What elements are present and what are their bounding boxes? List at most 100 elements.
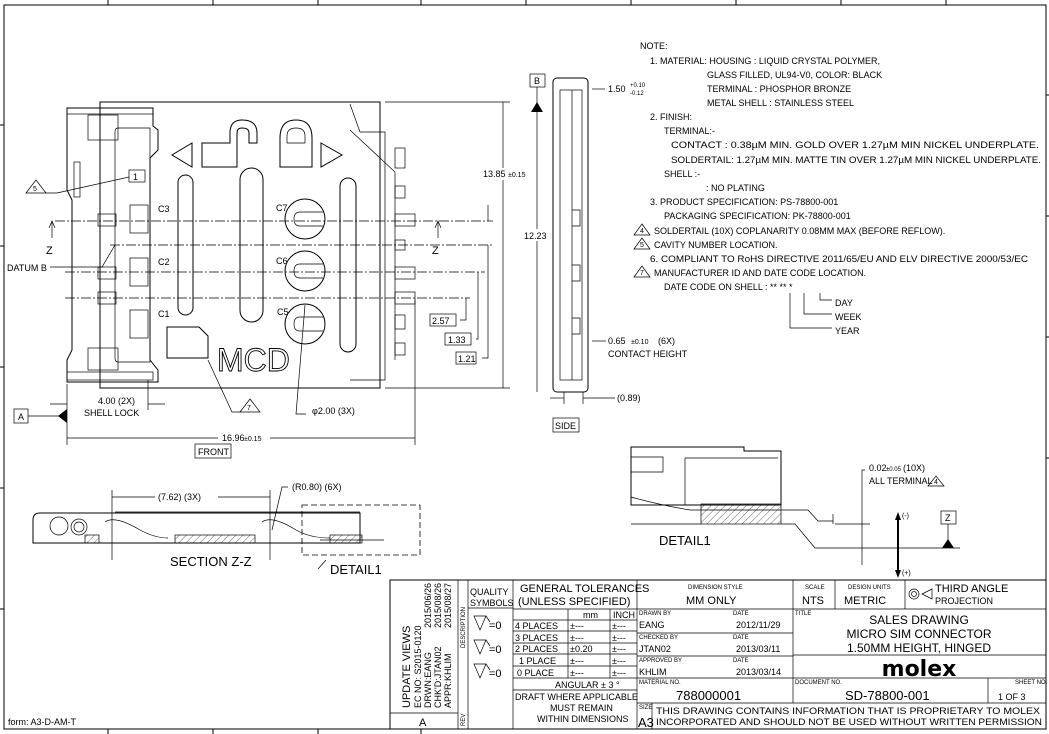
tolerance-row-label: 0 PLACE xyxy=(517,668,554,678)
section-label: SECTION Z-Z xyxy=(170,554,252,569)
hole-diameter-dim: φ2.00 (3X) xyxy=(312,406,355,416)
detail-1-view: DETAIL1 0.02 ±0.05 (10X) ALL TERMINAL 4 … xyxy=(630,446,960,578)
drawn-by: EANG xyxy=(639,620,665,630)
contact-height-tol: ±0.10 xyxy=(631,339,649,346)
flag-7-number: 7 xyxy=(247,405,251,412)
contact-height-dim: 0.65 xyxy=(608,336,626,346)
boxed-dim-2-57: 2.57 xyxy=(432,316,450,326)
notes-block: NOTE: 1. MATERIAL: HOUSING : LIQUID CRYS… xyxy=(633,41,1041,336)
note-line: SOLDERTAIL: 1.27µM MIN. MATTE TIN OVER 1… xyxy=(671,155,1041,165)
tolerance-mm: ±--- xyxy=(570,668,584,678)
detail-callout: DETAIL1 xyxy=(330,562,382,577)
front-view-label: FRONT xyxy=(198,447,229,457)
note-flag-icon xyxy=(633,223,651,236)
tolerance-mm: ±0.20 xyxy=(570,644,592,654)
description-header: DESCRIPTION xyxy=(461,607,467,648)
cavity-label-c2: C2 xyxy=(158,257,170,267)
date-label: DATE xyxy=(733,611,749,617)
shell-lock-label: SHELL LOCK xyxy=(84,408,139,418)
sheet-no-label: SHEET NO. xyxy=(1015,680,1048,686)
contact-height-count: (6X) xyxy=(658,336,675,346)
drawn-date: 2012/11/29 xyxy=(736,620,780,630)
third-angle-projection-icon xyxy=(908,588,933,600)
note-flag-number: 5 xyxy=(640,242,644,249)
design-units-label: DESIGN UNITS xyxy=(848,585,891,591)
date-code-day: DAY xyxy=(835,298,853,308)
tolerance-mm: ±--- xyxy=(570,656,584,666)
cavity-label-c7: C7 xyxy=(276,203,288,213)
quality-header: QUALITY xyxy=(470,587,509,597)
document-no-label: DOCUMENT NO. xyxy=(795,680,842,686)
document-no: SD-78800-001 xyxy=(845,688,930,703)
tolerance-mm: ±--- xyxy=(570,621,584,631)
molex-logo: molex xyxy=(882,657,957,682)
quality-header: SYMBOLS xyxy=(470,598,514,608)
note-line: 3. PRODUCT SPECIFICATION: PS-78800-001 xyxy=(650,197,838,207)
pitch-dim: (7.62) (3X) xyxy=(158,492,201,502)
quality-symbol-icon xyxy=(473,639,491,655)
title-label: TITLE xyxy=(795,611,811,617)
tolerance-inch: ±--- xyxy=(612,621,626,631)
side-view-label: SIDE xyxy=(555,421,576,431)
draft-note: WITHIN DIMENSIONS xyxy=(537,714,629,724)
tolerance-row: 0 PLACE ±--- ±--- xyxy=(517,668,626,678)
mcd-marking: MCD xyxy=(217,342,290,378)
rev-description-line: EC NO: S2015-0120 xyxy=(413,625,423,708)
quality-value: =0 xyxy=(489,644,502,656)
checked-by-label: CHECKED BY xyxy=(639,635,678,641)
design-units: METRIC xyxy=(844,595,886,607)
date-label: DATE xyxy=(733,658,749,664)
note-flag-icon xyxy=(633,237,651,250)
width-dim-tol: ±0.15 xyxy=(244,436,262,443)
datum-z-label: Z xyxy=(945,513,951,523)
datum-a-label: A xyxy=(18,412,24,422)
dimension-style: MM ONLY xyxy=(686,595,737,607)
rev-date: 2015/08/26 xyxy=(433,583,443,628)
projection-label: THIRD ANGLE xyxy=(935,583,1008,595)
flag-4-number: 4 xyxy=(934,479,938,486)
date-code-week: WEEK xyxy=(835,312,862,322)
coplanarity-tol: ±0.05 xyxy=(886,467,902,473)
tolerance-inch: ±--- xyxy=(612,633,626,643)
note-line: 6. COMPLIANT TO RoHS DIRECTIVE 2011/65/E… xyxy=(650,254,1029,264)
tolerance-row-label: 4 PLACES xyxy=(515,621,558,631)
tolerance-inch: ±--- xyxy=(612,644,626,654)
quality-value: =0 xyxy=(489,620,502,632)
rev-description-line: DRWN:EANG xyxy=(423,652,433,708)
cavity-number-mark: 1 xyxy=(133,172,138,182)
flag-5-number: 5 xyxy=(33,186,37,193)
tolerance-row-label: 3 PLACES xyxy=(515,633,558,643)
scale-label: SCALE xyxy=(805,585,825,591)
rev-description-line: APPR:KHLIM xyxy=(443,653,453,708)
front-view: MCD C3 C2 C1 C7 C6 C5 1 Z Z DATUM B 5 7 … xyxy=(7,101,526,459)
scale-value: NTS xyxy=(802,595,824,607)
section-z-z: (7.62) (3X) (R0.80) (6X) SECTION Z-Z DET… xyxy=(32,482,421,577)
note-line: METAL SHELL : STAINLESS STEEL xyxy=(707,98,854,108)
tolerance-row-label: 2 PLACES xyxy=(515,644,558,654)
tolerances-header: GENERAL TOLERANCES xyxy=(520,583,649,595)
note-flag-icon xyxy=(633,265,651,278)
proprietary-notice: INCORPORATED AND SHOULD NOT BE USED WITH… xyxy=(656,717,1042,727)
note-line: SHELL :- xyxy=(664,169,700,179)
tolerance-row: 2 PLACES ±0.20 ±--- xyxy=(515,644,626,654)
coplanarity-count: (10X) xyxy=(903,463,925,473)
note-line: SOLDERTAIL (10X) COPLANARITY 0.08MM MAX … xyxy=(654,226,945,236)
cavity-label-c6: C6 xyxy=(276,256,288,266)
side-height-tol-minus: -0.12 xyxy=(630,91,644,97)
tolerance-row: 1 PLACE ±--- ±--- xyxy=(519,656,626,666)
draft-note: DRAFT WHERE APPLICABLE xyxy=(515,692,638,702)
boxed-dim-1-21: 1.21 xyxy=(458,354,476,364)
rev-description-line: CHK'D:JTAN02 xyxy=(433,646,443,708)
tolerance-inch: ±--- xyxy=(612,656,626,666)
date-code-year: YEAR xyxy=(835,326,860,336)
contact-height-label: CONTACT HEIGHT xyxy=(608,349,688,359)
proprietary-notice: THIS DRAWING CONTAINS INFORMATION THAT I… xyxy=(656,706,1040,716)
note-flag-number: 7 xyxy=(640,270,644,277)
sheet-size: A3 xyxy=(638,715,654,730)
note-line: DATE CODE ON SHELL : ** ** * xyxy=(664,282,793,292)
quality-symbol-icon xyxy=(473,663,491,679)
width-dim: 16.96 xyxy=(222,433,245,443)
contact-hole-c5 xyxy=(284,303,326,345)
dimension-style-label: DIMENSION STYLE xyxy=(688,585,743,591)
side-height-dim: 1.50 xyxy=(608,84,626,94)
